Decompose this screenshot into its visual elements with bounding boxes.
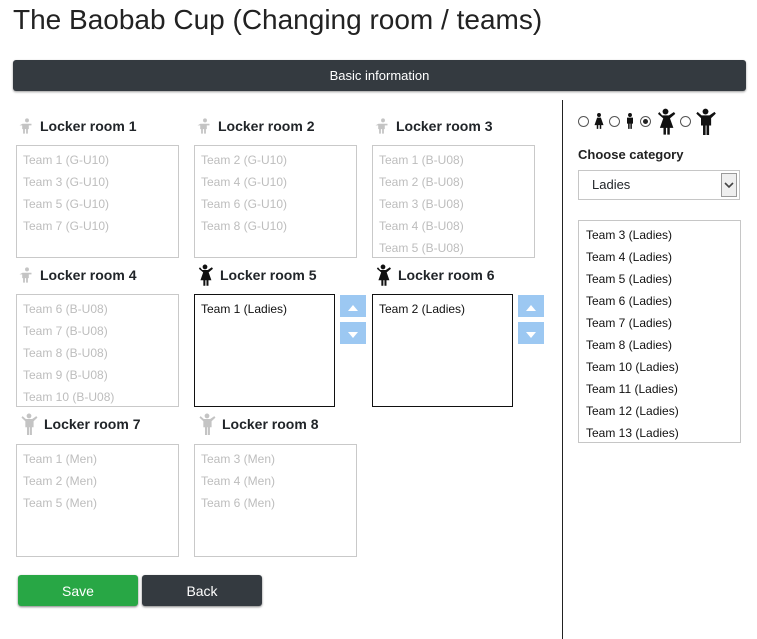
- team-item[interactable]: Team 9 (B-U08): [23, 368, 108, 382]
- team-item[interactable]: Team 2 (Ladies): [379, 302, 466, 316]
- team-item[interactable]: Team 8 (B-U08): [23, 346, 108, 360]
- pool-team-item[interactable]: Team 12 (Ladies): [586, 404, 679, 418]
- team-item[interactable]: Team 1 (B-U08): [379, 153, 464, 167]
- child-icon: [18, 266, 36, 284]
- locker-room-2-list[interactable]: Team 2 (G-U10) Team 4 (G-U10) Team 6 (G-U1…: [194, 145, 357, 258]
- chevron-down-icon[interactable]: [721, 173, 737, 197]
- team-item[interactable]: Team 3 (Men): [201, 452, 276, 466]
- basic-information-bar[interactable]: Basic information: [13, 60, 746, 91]
- locker-room-8-label: Locker room 8: [222, 416, 319, 432]
- woman-icon: [372, 264, 394, 286]
- locker-room-6-list[interactable]: Team 2 (Ladies): [372, 294, 513, 407]
- team-item[interactable]: Team 6 (G-U10): [201, 197, 288, 211]
- locker-room-5-up-button[interactable]: [340, 295, 366, 317]
- pool-team-item[interactable]: Team 6 (Ladies): [586, 294, 673, 308]
- locker-room-3-title: Locker room 3: [374, 114, 492, 138]
- locker-room-4-label: Locker room 4: [40, 267, 137, 283]
- child-icon: [374, 117, 392, 135]
- team-item[interactable]: Team 5 (Men): [23, 496, 98, 510]
- team-item[interactable]: Team 3 (G-U10): [23, 175, 110, 189]
- child-icon: [196, 117, 214, 135]
- arrow-down-icon: [348, 326, 358, 341]
- page-title: The Baobab Cup (Changing room / teams): [13, 4, 543, 35]
- man-icon: [196, 413, 218, 435]
- team-item[interactable]: Team 6 (B-U08): [23, 302, 108, 316]
- category-radio-girl[interactable]: [578, 115, 589, 127]
- woman-icon: [652, 108, 679, 135]
- category-radio-boy[interactable]: [609, 115, 620, 127]
- locker-room-1-label: Locker room 1: [40, 118, 137, 134]
- locker-room-3-list[interactable]: Team 1 (B-U08) Team 2 (B-U08) Team 3 (B-U0…: [372, 145, 535, 258]
- team-item[interactable]: Team 10 (B-U08): [23, 390, 115, 404]
- locker-room-8-list[interactable]: Team 3 (Men) Team 4 (Men) Team 6 (Men): [194, 444, 357, 557]
- locker-room-5-down-button[interactable]: [340, 322, 366, 344]
- arrow-up-icon: [348, 299, 358, 314]
- team-item[interactable]: Team 1 (G-U10): [23, 153, 110, 167]
- category-filter-row: [578, 106, 720, 136]
- locker-room-2-label: Locker room 2: [218, 118, 315, 134]
- pool-team-item[interactable]: Team 13 (Ladies): [586, 426, 679, 440]
- locker-room-4-title: Locker room 4: [18, 263, 136, 287]
- locker-room-6-title: Locker room 6: [372, 263, 494, 287]
- vertical-divider: [562, 100, 563, 639]
- pool-team-item[interactable]: Team 5 (Ladies): [586, 272, 673, 286]
- locker-room-5-list[interactable]: Team 1 (Ladies): [194, 294, 335, 407]
- pool-team-item[interactable]: Team 11 (Ladies): [586, 382, 678, 396]
- category-radio-man[interactable]: [680, 115, 691, 127]
- arrow-up-icon: [526, 299, 536, 314]
- team-item[interactable]: Team 1 (Men): [23, 452, 98, 466]
- team-item[interactable]: Team 4 (B-U08): [379, 219, 464, 233]
- team-item[interactable]: Team 7 (B-U08): [23, 324, 108, 338]
- locker-room-1-title: Locker room 1: [18, 114, 136, 138]
- choose-category-label: Choose category: [578, 147, 684, 162]
- team-item[interactable]: Team 1 (Ladies): [201, 302, 288, 316]
- woman-icon: [194, 264, 216, 286]
- locker-room-5-label: Locker room 5: [220, 267, 317, 283]
- team-item[interactable]: Team 4 (G-U10): [201, 175, 288, 189]
- locker-room-7-list[interactable]: Team 1 (Men) Team 2 (Men) Team 5 (Men): [16, 444, 179, 557]
- locker-room-3-label: Locker room 3: [396, 118, 493, 134]
- team-item[interactable]: Team 2 (G-U10): [201, 153, 288, 167]
- team-item[interactable]: Team 5 (G-U10): [23, 197, 110, 211]
- pool-team-item[interactable]: Team 7 (Ladies): [586, 316, 673, 330]
- man-icon: [692, 108, 719, 135]
- locker-room-6-up-button[interactable]: [518, 295, 544, 317]
- save-button[interactable]: Save: [18, 575, 138, 606]
- team-item[interactable]: Team 4 (Men): [201, 474, 276, 488]
- man-icon: [18, 413, 40, 435]
- girl-icon: [590, 112, 608, 130]
- locker-room-7-title: Locker room 7: [18, 412, 140, 436]
- category-select[interactable]: Ladies: [578, 170, 740, 200]
- pool-team-item[interactable]: Team 8 (Ladies): [586, 338, 673, 352]
- locker-room-1-list[interactable]: Team 1 (G-U10) Team 3 (G-U10) Team 5 (G-U1…: [16, 145, 179, 258]
- pool-team-item[interactable]: Team 4 (Ladies): [586, 250, 673, 264]
- locker-room-7-label: Locker room 7: [44, 416, 141, 432]
- back-button[interactable]: Back: [142, 575, 262, 606]
- team-item[interactable]: Team 5 (B-U08): [379, 241, 464, 255]
- locker-room-6-label: Locker room 6: [398, 267, 495, 283]
- locker-room-2-title: Locker room 2: [196, 114, 314, 138]
- locker-room-5-title: Locker room 5: [194, 263, 316, 287]
- team-item[interactable]: Team 3 (B-U08): [379, 197, 464, 211]
- team-item[interactable]: Team 2 (Men): [23, 474, 98, 488]
- team-item[interactable]: Team 6 (Men): [201, 496, 276, 510]
- locker-room-4-list[interactable]: Team 6 (B-U08) Team 7 (B-U08) Team 8 (B-U0…: [16, 294, 179, 407]
- team-item[interactable]: Team 2 (B-U08): [379, 175, 464, 189]
- category-select-value: Ladies: [592, 177, 631, 192]
- locker-room-6-down-button[interactable]: [518, 322, 544, 344]
- team-item[interactable]: Team 8 (G-U10): [201, 219, 288, 233]
- team-pool-list[interactable]: Team 3 (Ladies) Team 4 (Ladies) Team 5 (La…: [578, 220, 741, 443]
- boy-icon: [621, 112, 639, 130]
- locker-room-8-title: Locker room 8: [196, 412, 318, 436]
- pool-team-item[interactable]: Team 10 (Ladies): [586, 360, 679, 374]
- child-icon: [18, 117, 36, 135]
- team-item[interactable]: Team 7 (G-U10): [23, 219, 110, 233]
- category-radio-woman[interactable]: [640, 115, 651, 127]
- arrow-down-icon: [526, 326, 536, 341]
- pool-team-item[interactable]: Team 3 (Ladies): [586, 228, 673, 242]
